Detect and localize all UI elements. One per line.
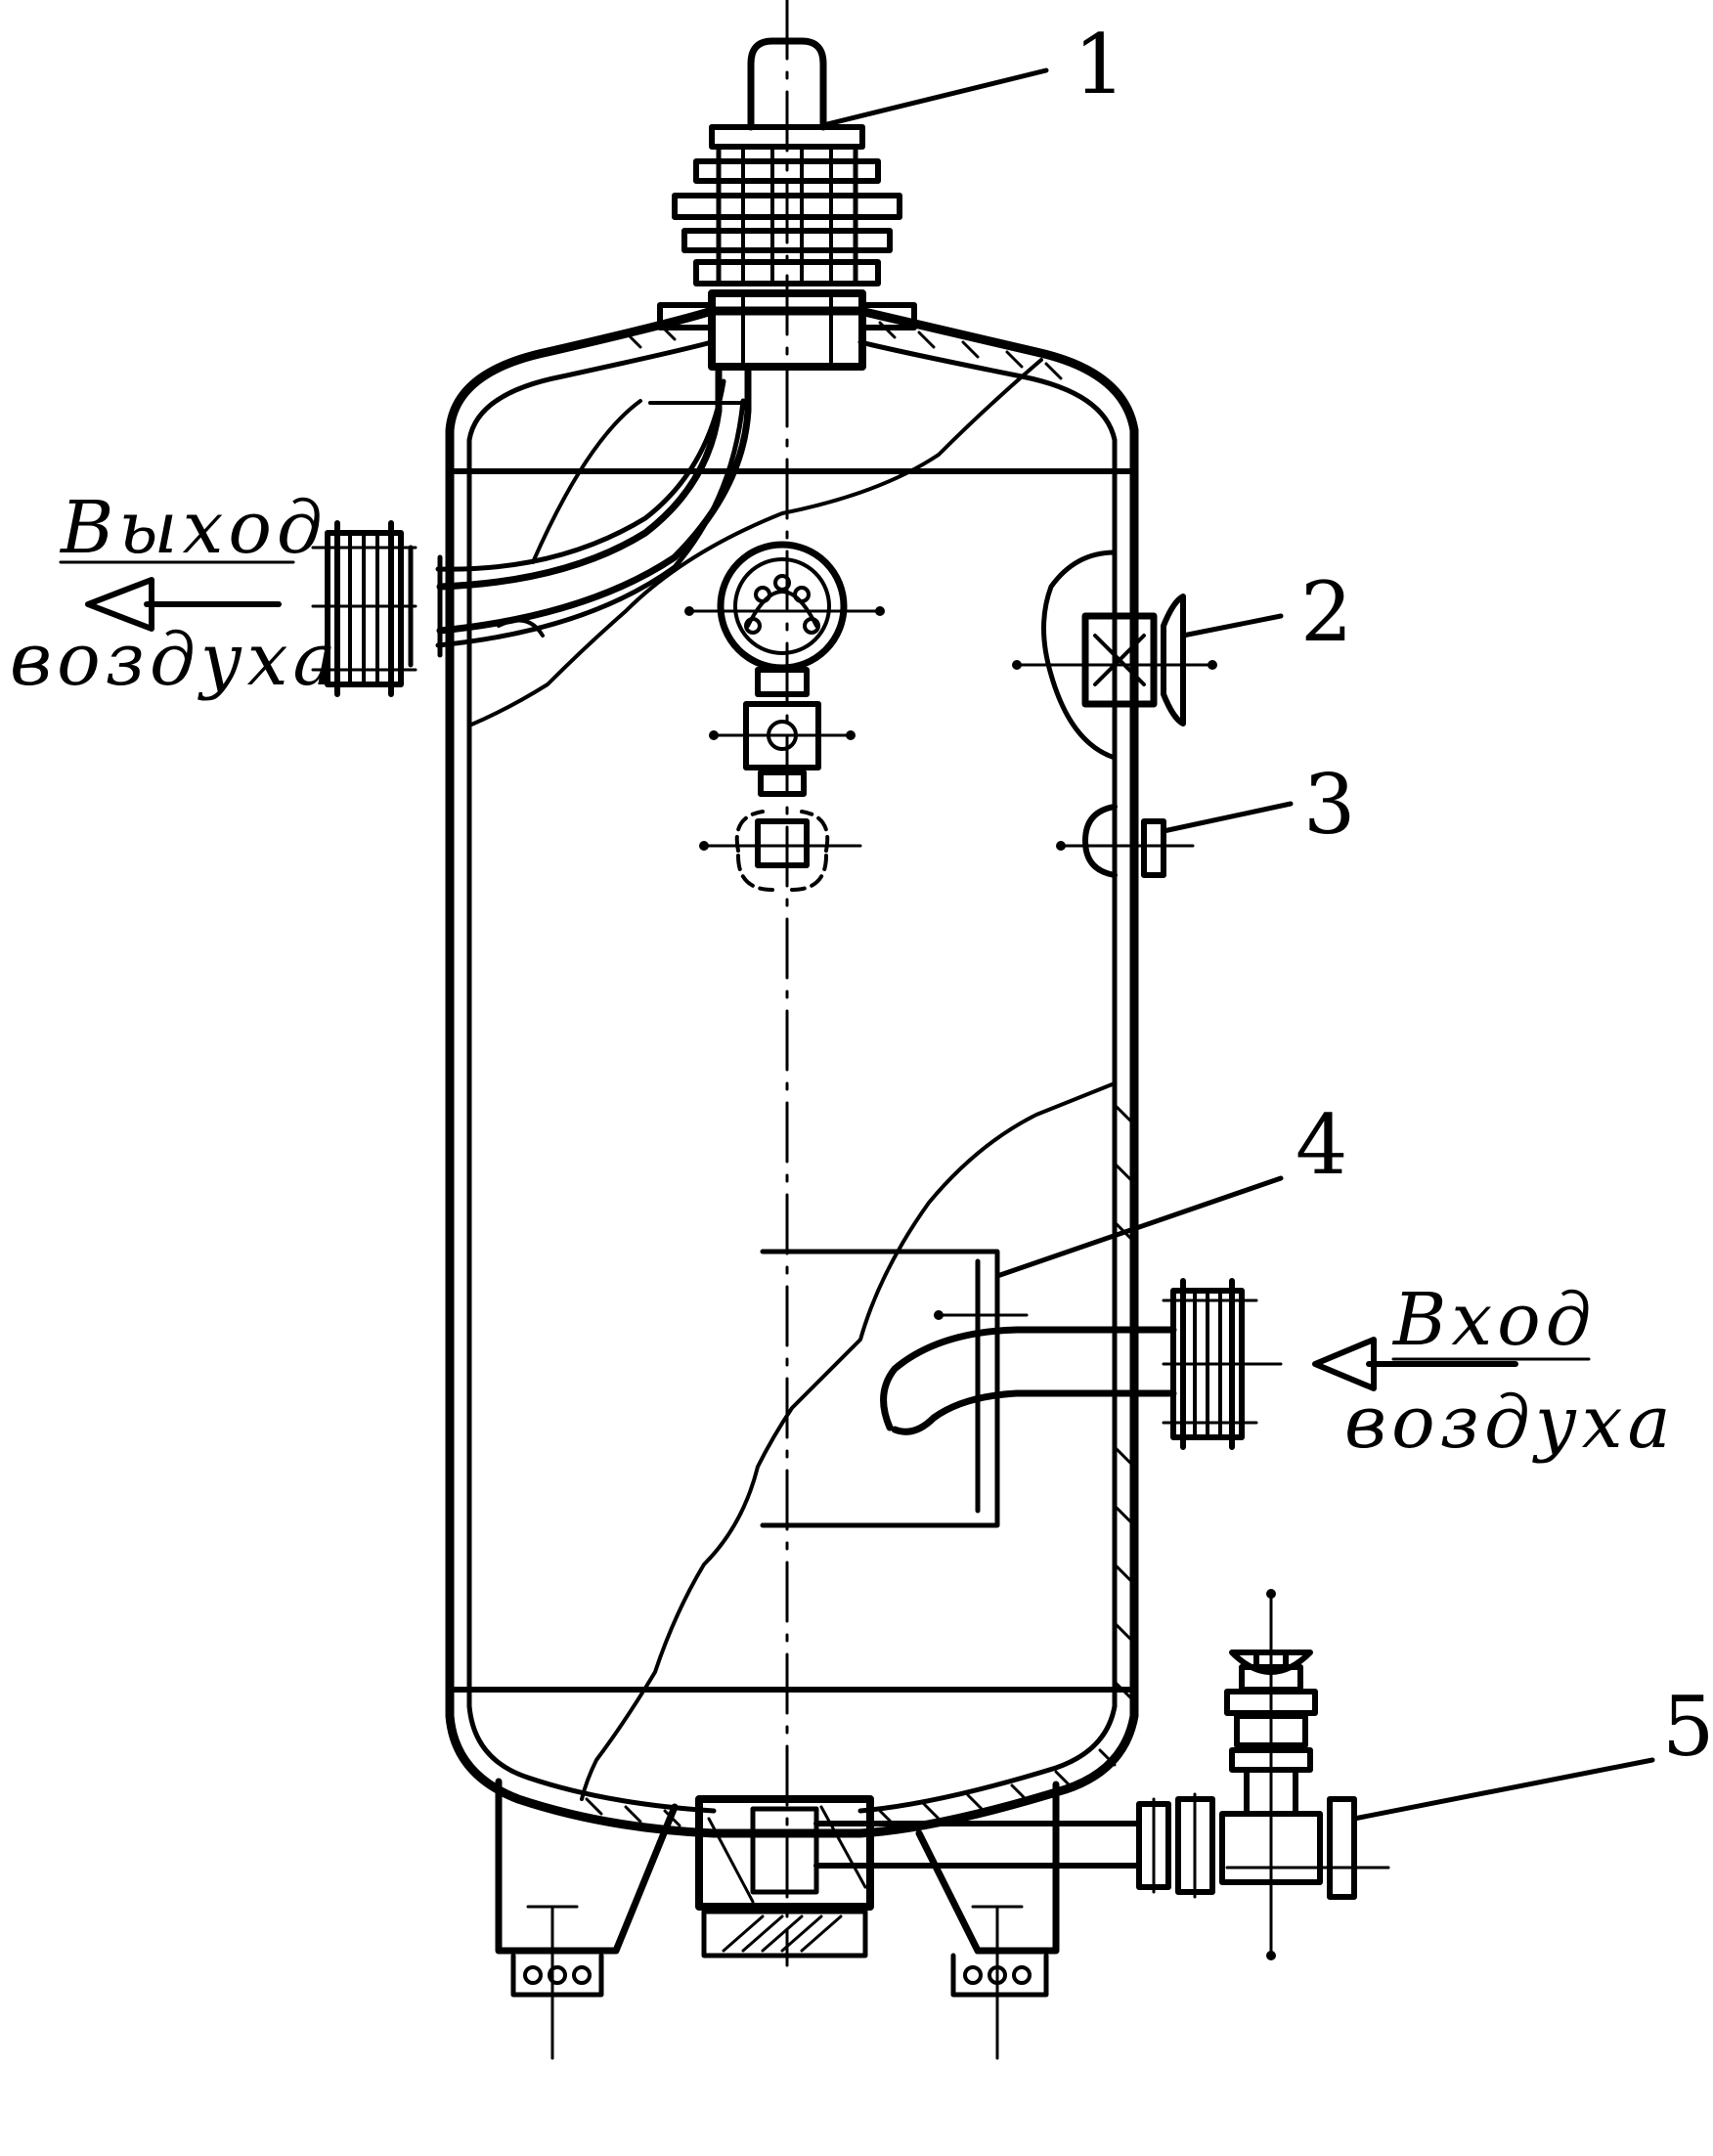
pressure-gauge xyxy=(684,541,885,892)
callout-1: 1 xyxy=(1074,17,1125,112)
small-fitting xyxy=(1056,804,1195,878)
leader-5 xyxy=(1351,1757,1655,1822)
outlet-arrow xyxy=(85,577,282,632)
callout-3: 3 xyxy=(1303,757,1355,853)
callout-4: 4 xyxy=(1296,1097,1347,1193)
leader-4 xyxy=(994,1175,1284,1279)
outlet-label-line2: воздуха xyxy=(10,618,341,702)
leader-3 xyxy=(1161,801,1294,834)
inlet-label-line2: воздуха xyxy=(1344,1381,1676,1465)
outlet-pipe xyxy=(311,363,752,697)
leader-lines xyxy=(820,67,1655,1822)
leader-1 xyxy=(820,67,1049,128)
leader-2 xyxy=(1180,613,1284,638)
outlet-label-line1: Выход xyxy=(59,486,328,570)
manhole-fitting xyxy=(1012,550,1217,761)
inlet-label-line1: Вход xyxy=(1391,1278,1597,1362)
callout-2: 2 xyxy=(1300,564,1352,660)
safety-valve-assembly xyxy=(657,37,917,371)
inlet-pipe xyxy=(760,1249,1283,1528)
drain-valve-assembly xyxy=(695,1589,1390,1960)
inlet-arrow xyxy=(1312,1337,1518,1391)
callout-5: 5 xyxy=(1662,1679,1713,1775)
